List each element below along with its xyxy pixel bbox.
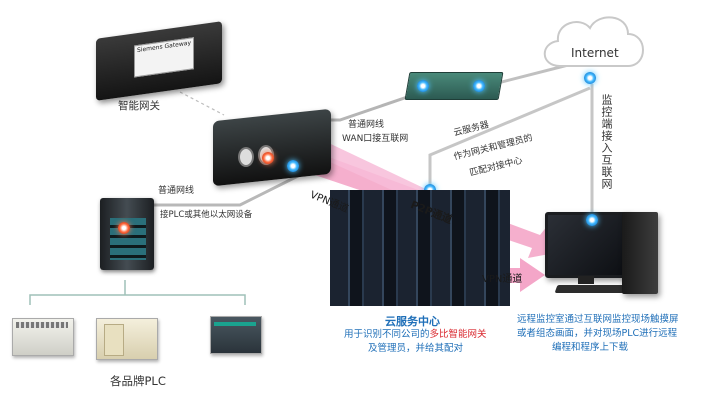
normal-network-top-label: 普通网线 xyxy=(348,120,385,130)
remote-line-2: 或者组态画面，并对现场PLC进行远程 xyxy=(517,328,678,339)
remote-line-3: 编程和程序上下载 xyxy=(552,342,629,353)
monitor-stand xyxy=(578,276,594,284)
vpn-right-arrow xyxy=(480,258,545,292)
service-center-title: 云服务中心 xyxy=(385,315,440,328)
vpn-right-channel-label: VPN通道 xyxy=(482,274,523,285)
industrial-switch-port-icon xyxy=(118,222,130,234)
switch-to-module-line xyxy=(330,90,423,122)
module-port-1 xyxy=(238,147,254,167)
service-center-desc-1: 用于识别不同公司的多比智能网关 xyxy=(344,326,487,340)
remote-line-1: 远程监控室通过互联网监控现场触摸屏 xyxy=(517,314,679,325)
plc-device-2-block xyxy=(104,324,124,356)
service-center-desc-prefix: 用于识别不同公司的 xyxy=(344,329,430,340)
pc-port-icon xyxy=(586,214,598,226)
internet-to-server-line xyxy=(428,86,591,190)
keyboard xyxy=(554,285,632,293)
internet-port-icon xyxy=(584,72,596,84)
internet-label: Internet xyxy=(571,46,619,60)
plc-device-3-stripe xyxy=(214,322,256,326)
service-center-desc-2: 及管理员，并给其配对 xyxy=(368,343,464,354)
switch-port-left-icon xyxy=(417,80,429,92)
module-to-plcswitch-line xyxy=(150,173,301,207)
wan-port-label: WAN口接互联网 xyxy=(342,134,409,144)
normal-network-left-label: 普通网线 xyxy=(158,186,195,196)
service-center-desc-highlight: 多比智能网关 xyxy=(429,329,487,340)
gateway-dash-line xyxy=(179,91,225,116)
module-wan-port-icon xyxy=(262,152,274,164)
switch-port-right-icon xyxy=(473,80,485,92)
server-room-image xyxy=(330,190,510,306)
plc-device-1-terminals xyxy=(16,322,68,328)
monitor-internet-label: 监控端接入互联网 xyxy=(600,94,613,190)
plc-connect-label: 接PLC或其他以太网设备 xyxy=(160,210,253,220)
plc-caption: 各品牌PLC xyxy=(110,374,166,388)
plc-bracket xyxy=(29,294,246,305)
gateway-sticker: Siemens Gateway xyxy=(134,37,194,78)
internet-cloud-icon xyxy=(543,16,644,67)
module-lan-port-icon xyxy=(287,160,299,172)
pc-tower xyxy=(622,212,658,294)
gateway-label: 智能网关 xyxy=(118,100,160,112)
